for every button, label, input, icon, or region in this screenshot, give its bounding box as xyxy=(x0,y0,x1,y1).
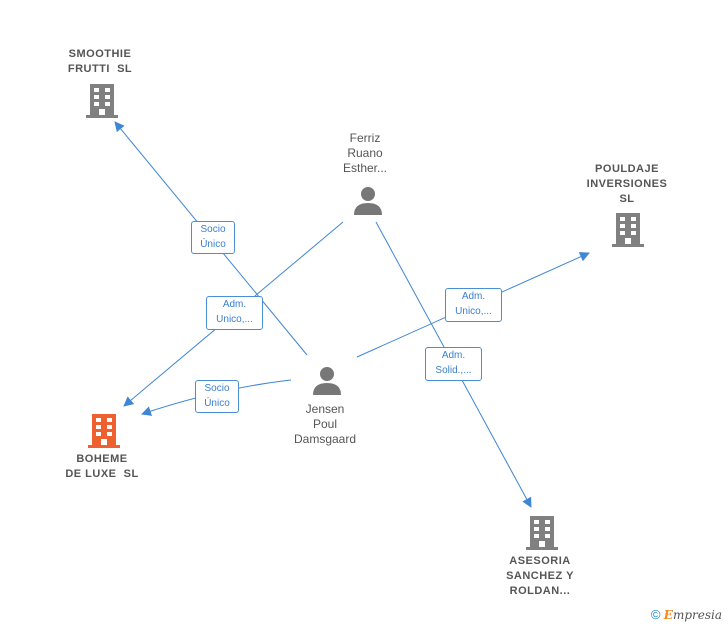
company-label[interactable]: SMOOTHIE FRUTTI SL xyxy=(67,48,133,75)
edge-label-adm-asesoria[interactable]: Adm. Solid.,... xyxy=(425,347,482,381)
edge-label-adm-boheme[interactable]: Adm. Unico,... xyxy=(206,296,263,330)
building-icon[interactable] xyxy=(526,515,558,551)
brand-name: Empresia xyxy=(663,608,722,622)
company-node-asesoria-sanchez[interactable]: ASESORIA SANCHEZ Y ROLDAN... xyxy=(490,554,590,599)
edge-label-adm-pouldaje[interactable]: Adm. Unico,... xyxy=(445,288,502,322)
person-label[interactable]: Jensen Poul Damsgaard xyxy=(293,402,357,446)
company-node-pouldaje-inversiones[interactable]: POULDAJE INVERSIONES SL xyxy=(574,162,680,207)
building-icon[interactable] xyxy=(88,413,120,449)
building-icon[interactable] xyxy=(86,83,118,119)
company-label[interactable]: ASESORIA SANCHEZ Y ROLDAN... xyxy=(506,555,574,597)
company-label[interactable]: BOHEME DE LUXE SL xyxy=(65,453,139,480)
person-node-jensen-poul[interactable]: Jensen Poul Damsgaard xyxy=(275,402,375,447)
person-node-ferriz-ruano[interactable]: Ferriz Ruano Esther... xyxy=(320,131,410,176)
company-node-boheme-de-luxe[interactable]: BOHEME DE LUXE SL xyxy=(52,452,152,482)
copyright-symbol: © xyxy=(650,607,661,622)
building-icon[interactable] xyxy=(612,212,644,248)
edge-label-socio-smoothie[interactable]: Socio Único xyxy=(191,221,235,254)
person-icon[interactable] xyxy=(353,186,383,216)
edge-label-socio-boheme[interactable]: Socio Único xyxy=(195,380,239,413)
person-icon[interactable] xyxy=(312,366,342,396)
person-label[interactable]: Ferriz Ruano Esther... xyxy=(342,131,388,175)
company-node-smoothie-frutti[interactable]: SMOOTHIE FRUTTI SL xyxy=(50,47,150,77)
company-label[interactable]: POULDAJE INVERSIONES SL xyxy=(586,163,668,205)
empresia-logo: © Empresia xyxy=(651,607,722,622)
